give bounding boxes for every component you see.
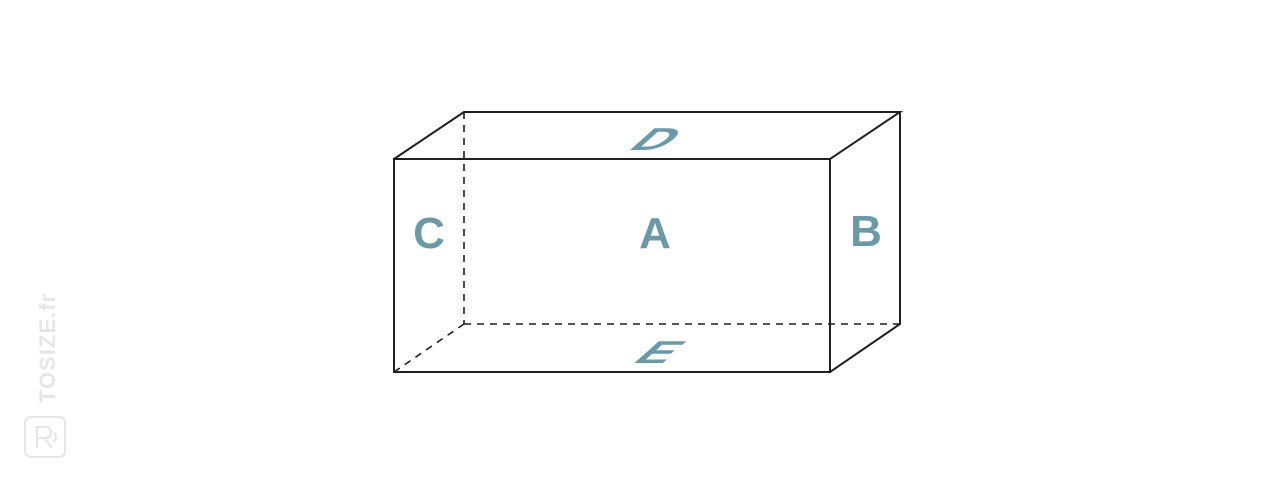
tosize-logo-icon — [24, 416, 66, 458]
label-d: D — [619, 122, 695, 157]
front-face-outline — [393, 158, 831, 373]
watermark: TOSIZE.fr — [24, 293, 66, 458]
watermark-text: TOSIZE.fr — [35, 293, 60, 403]
label-e: E — [623, 335, 696, 370]
label-a: A — [639, 209, 671, 258]
top-face-outline — [392, 111, 904, 161]
label-c: C — [413, 209, 445, 258]
label-b: B — [850, 207, 882, 256]
right-face-outline — [828, 111, 901, 374]
hidden-edge-bottom-left-depth — [393, 323, 465, 373]
